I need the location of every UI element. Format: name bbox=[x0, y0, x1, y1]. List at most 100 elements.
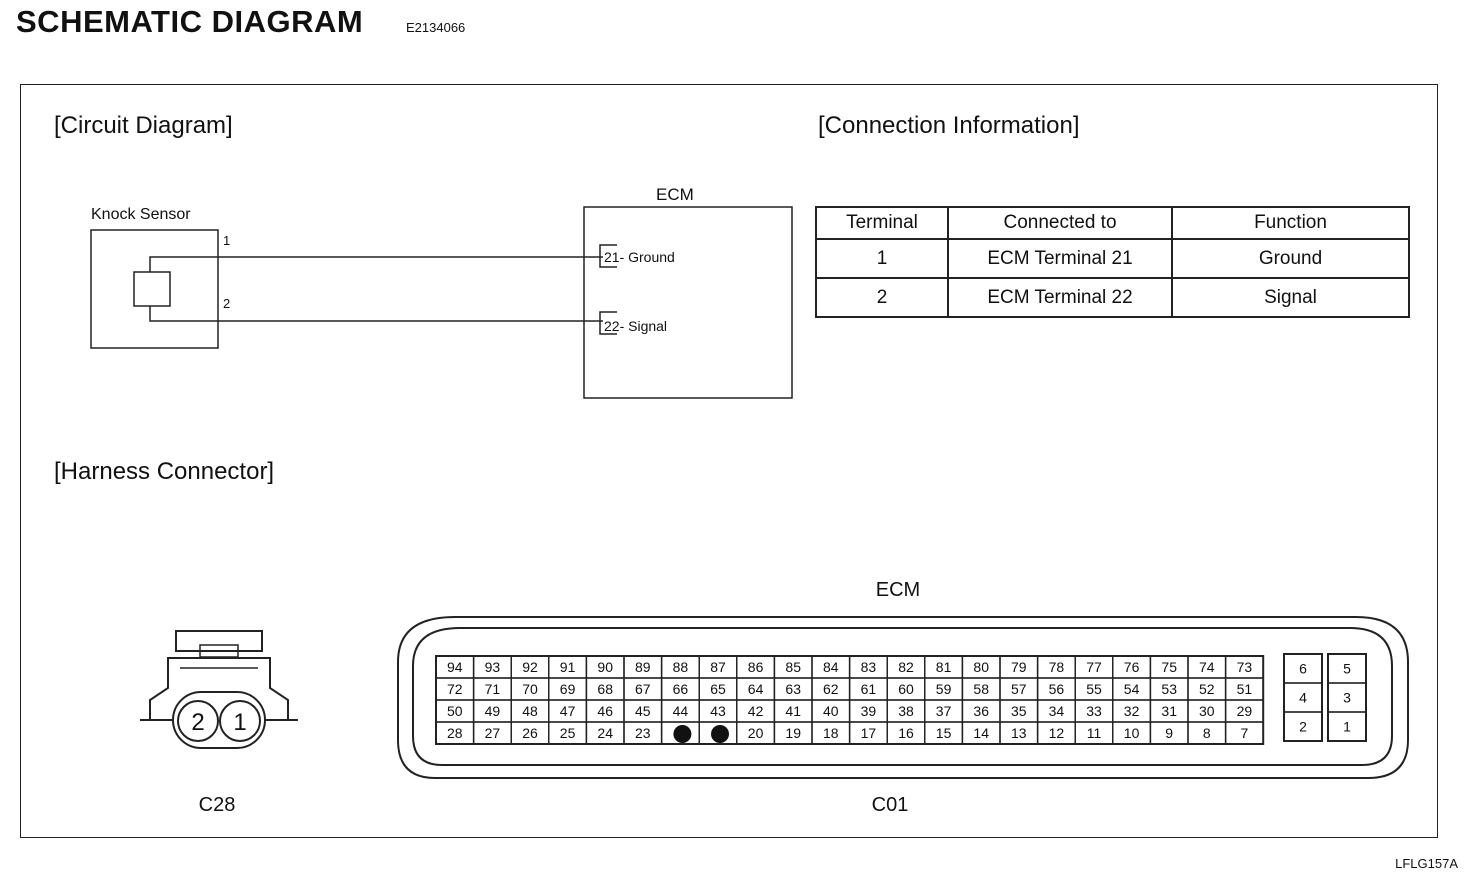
ecm-pin-label: 9 bbox=[1165, 725, 1173, 741]
header-connected-to: Connected to bbox=[947, 206, 1173, 240]
ecm-pin-label: 26 bbox=[522, 725, 538, 741]
knock-sensor-label: Knock Sensor bbox=[91, 206, 191, 223]
header-function: Function bbox=[1171, 206, 1410, 240]
cell-terminal: 2 bbox=[815, 277, 949, 318]
ecm-pin-label: 49 bbox=[485, 703, 501, 719]
ecm-pin-label: 11 bbox=[1087, 725, 1102, 741]
ecm-connector-title: ECM bbox=[876, 579, 920, 601]
ecm-pin-label: 8 bbox=[1203, 725, 1211, 741]
ecm-pin-label: 36 bbox=[973, 703, 989, 719]
diagram-frame bbox=[20, 84, 1438, 838]
ecm-pin-label: 38 bbox=[898, 703, 914, 719]
ecm-pin-label: 51 bbox=[1237, 681, 1253, 697]
ecm-pin-label: 60 bbox=[898, 681, 914, 697]
ecm-pin-label: 15 bbox=[936, 725, 952, 741]
ecm-pin-label: 71 bbox=[485, 681, 501, 697]
ecm-pin-label: 85 bbox=[785, 659, 801, 675]
ecm-pin-label: 17 bbox=[861, 725, 877, 741]
table-header-row: Terminal Connected to Function bbox=[815, 206, 1410, 240]
cell-function: Ground bbox=[1171, 238, 1410, 279]
ecm-pin-label: 70 bbox=[522, 681, 538, 697]
ecm-pin-label: 84 bbox=[823, 659, 839, 675]
ecm-pin-label: 86 bbox=[748, 659, 764, 675]
ecm-pin-label: 29 bbox=[1237, 703, 1253, 719]
sensor-lead-2 bbox=[149, 306, 218, 322]
ecm-connector-name: C01 bbox=[872, 794, 909, 816]
ecm-pin-label: 47 bbox=[560, 703, 576, 719]
c28-pin-2 bbox=[177, 700, 219, 742]
knock-sensor-box bbox=[90, 229, 219, 349]
ecm-connector-inner-shell bbox=[412, 627, 1393, 766]
ecm-pin-label: 74 bbox=[1199, 659, 1215, 675]
ecm-pin-label: 24 bbox=[597, 725, 613, 741]
ecm-pin-label: 66 bbox=[673, 681, 689, 697]
ecm-pin-label: 18 bbox=[823, 725, 839, 741]
ecm-side-pin-label: 1 bbox=[1343, 719, 1351, 735]
ecm-pin-label: 81 bbox=[936, 659, 952, 675]
ecm-side-pin-label: 2 bbox=[1299, 719, 1307, 735]
ecm-pin-label: 76 bbox=[1124, 659, 1140, 675]
ecm-pin-label: 79 bbox=[1011, 659, 1027, 675]
circuit-diagram-heading: [Circuit Diagram] bbox=[54, 112, 233, 139]
connection-info-heading: [Connection Information] bbox=[818, 112, 1080, 139]
cell-function: Signal bbox=[1171, 277, 1410, 318]
ecm-pin-label: 88 bbox=[673, 659, 689, 675]
ecm-pin-22-bracket bbox=[599, 311, 617, 335]
ecm-pin-21-marker bbox=[711, 725, 729, 743]
ecm-side-pin-cell bbox=[1327, 711, 1367, 742]
ecm-pin-label: 54 bbox=[1124, 681, 1140, 697]
ecm-pin-label: 48 bbox=[522, 703, 538, 719]
ecm-pin-label: 33 bbox=[1086, 703, 1102, 719]
harness-connector-heading: [Harness Connector] bbox=[54, 458, 275, 485]
ecm-pin-label: 57 bbox=[1011, 681, 1027, 697]
ecm-pin-label: 32 bbox=[1124, 703, 1140, 719]
ecm-pin-22-marker bbox=[673, 725, 692, 743]
ecm-pin-label: 28 bbox=[447, 725, 463, 741]
ecm-pin-label: 82 bbox=[898, 659, 914, 675]
sensor-lead-1 bbox=[149, 256, 218, 272]
ecm-pin-label: 69 bbox=[560, 681, 576, 697]
ecm-pin-label: 43 bbox=[710, 703, 726, 719]
ecm-pin-label: 67 bbox=[635, 681, 651, 697]
ecm-pin-label: 68 bbox=[597, 681, 613, 697]
ecm-pin-label: 39 bbox=[861, 703, 877, 719]
ecm-pin-label: 89 bbox=[635, 659, 651, 675]
ecm-pin-label: 16 bbox=[898, 725, 914, 741]
ecm-box bbox=[583, 206, 793, 399]
ecm-pin-label: 14 bbox=[973, 725, 989, 741]
ecm-pin-cell bbox=[1224, 721, 1264, 745]
ecm-side-pin-label: 4 bbox=[1299, 690, 1307, 706]
ecm-box-label: ECM bbox=[656, 185, 694, 204]
ecm-pin-label: 56 bbox=[1049, 681, 1065, 697]
ecm-pin-label: 35 bbox=[1011, 703, 1027, 719]
ecm-pin-label: 20 bbox=[748, 725, 764, 741]
ecm-pin-label: 45 bbox=[635, 703, 651, 719]
ecm-pin-label: 59 bbox=[936, 681, 952, 697]
ecm-pin-label: 10 bbox=[1124, 725, 1140, 741]
ecm-pin-label: 34 bbox=[1049, 703, 1065, 719]
ecm-pin-label: 61 bbox=[861, 681, 877, 697]
ecm-pin-signal-label: 22- Signal bbox=[604, 318, 667, 334]
cell-connected-to: ECM Terminal 22 bbox=[947, 277, 1173, 318]
connection-table: Terminal Connected to Function 1 ECM Ter… bbox=[815, 206, 1410, 318]
ecm-pin-label: 64 bbox=[748, 681, 764, 697]
ecm-pin-label: 73 bbox=[1237, 659, 1253, 675]
ecm-pin-label: 92 bbox=[522, 659, 538, 675]
ecm-pin-label: 23 bbox=[635, 725, 651, 741]
ecm-pin-label: 93 bbox=[485, 659, 501, 675]
ecm-pin-ground-label: 21- Ground bbox=[604, 249, 675, 265]
ecm-pin-label: 52 bbox=[1199, 681, 1215, 697]
c28-pin-1-label: 1 bbox=[233, 709, 246, 736]
ecm-side-pin-label: 6 bbox=[1299, 661, 1307, 677]
ecm-pin-label: 62 bbox=[823, 681, 839, 697]
ecm-pin-label: 19 bbox=[785, 725, 801, 741]
table-row: 2 ECM Terminal 22 Signal bbox=[815, 277, 1410, 318]
ecm-pin-label: 30 bbox=[1199, 703, 1215, 719]
ecm-pin-label: 13 bbox=[1011, 725, 1027, 741]
ecm-pin-label: 53 bbox=[1161, 681, 1177, 697]
c28-pin-1 bbox=[219, 700, 261, 742]
c28-name: C28 bbox=[199, 794, 236, 816]
ecm-pin-label: 80 bbox=[973, 659, 989, 675]
